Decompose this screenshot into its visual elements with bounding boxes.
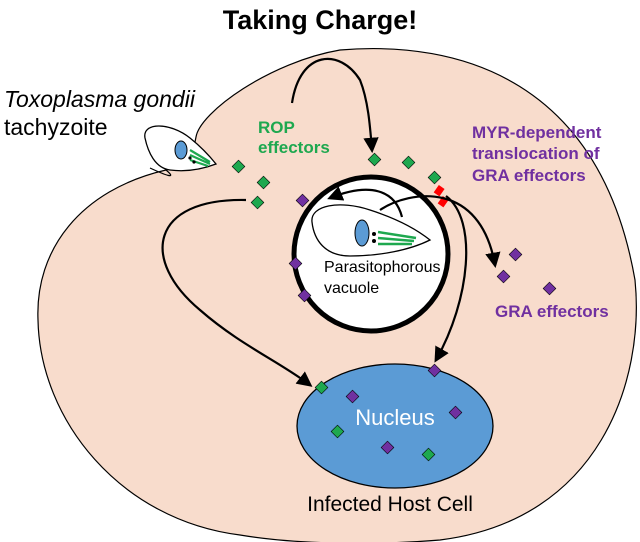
rop-effector — [401, 155, 416, 170]
rop-injection-arrow — [290, 57, 379, 154]
gra-effector — [345, 389, 360, 404]
gra-effector — [508, 247, 523, 262]
gra-effector — [288, 256, 303, 271]
rop-effector — [256, 175, 271, 190]
rop-effector — [367, 152, 382, 167]
gra-to-nucleus-arrow — [434, 195, 468, 363]
gra-effector — [448, 405, 463, 420]
gra-effectors — [288, 193, 557, 455]
rop-effectors — [231, 152, 442, 462]
rop-to-nucleus-arrow — [161, 198, 313, 387]
nucleus-label: Nucleus — [355, 405, 435, 430]
parasite-secretion-arrow — [327, 186, 404, 218]
tachyzoite-nucleus — [174, 140, 188, 160]
parasite-rhoptries — [377, 230, 417, 246]
organism-name: Toxoplasma gondii — [4, 86, 195, 112]
rop-effectors-label: ROP effectors — [258, 118, 330, 158]
organism-stage: tachyzoite — [4, 113, 108, 140]
gra-effector — [380, 440, 395, 455]
gra-effector — [297, 288, 312, 303]
gra-export-arrow — [379, 195, 501, 269]
tachyzoite-cell — [144, 125, 218, 172]
gra-effector — [496, 269, 511, 284]
gra-effector — [542, 281, 557, 296]
rop-effector — [314, 380, 329, 395]
rop-effector — [330, 424, 345, 439]
myr-translocon-1 — [433, 185, 445, 197]
rop-effector — [421, 447, 436, 462]
organism-label: Toxoplasma gondii tachyzoite — [4, 86, 195, 141]
vacuole-parasite — [311, 204, 432, 257]
parasitophorous-vacuole-label: Parasitophorous vacuole — [324, 259, 441, 297]
gra-effectors-label: GRA effectors — [495, 302, 609, 321]
gra-effector — [295, 193, 310, 208]
rop-effector — [427, 170, 442, 185]
host-cell-invagination — [149, 167, 172, 177]
diagram-title: Taking Charge! — [222, 5, 418, 35]
host-nucleus — [296, 363, 494, 489]
myr-translocation-label: MYR-dependent translocation of GRA effec… — [472, 123, 602, 185]
gra-effector — [427, 363, 442, 378]
rop-effector — [231, 159, 246, 174]
rop-effector — [250, 195, 265, 210]
parasite-nucleus — [354, 219, 370, 247]
host-cell-label: Infected Host Cell — [307, 493, 473, 516]
